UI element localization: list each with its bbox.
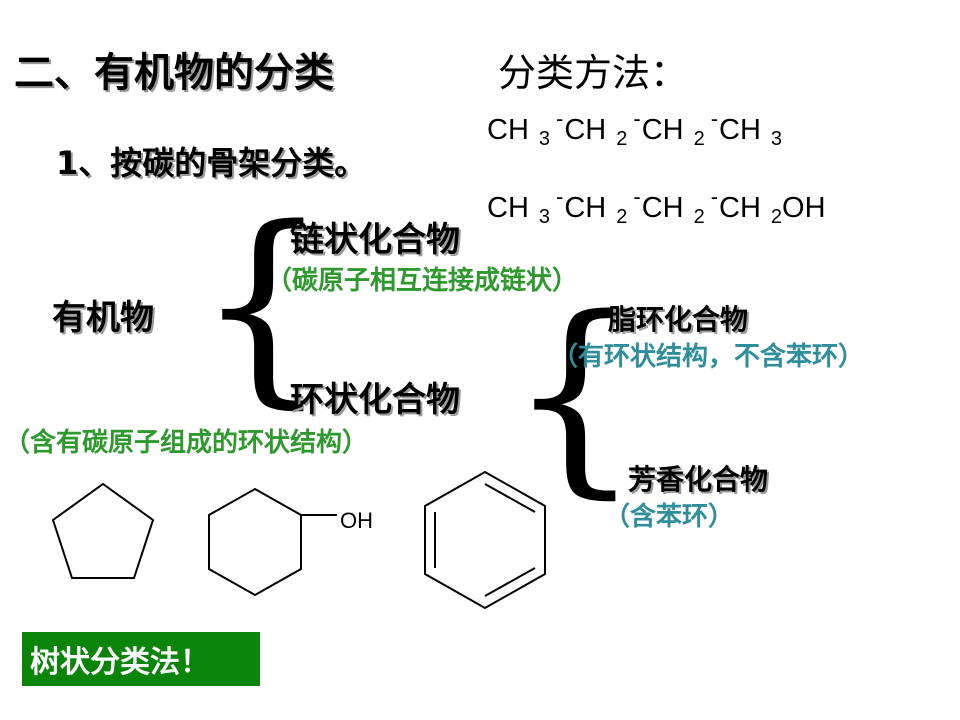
formula-subscript: 3 [538, 128, 551, 150]
left-brace-icon: { [196, 182, 330, 427]
formula-bond: - [710, 184, 719, 209]
formula-group: CH [641, 192, 684, 224]
benzene-structure-icon [424, 470, 546, 610]
alicyclic-compound-label: 脂环化合物 [608, 303, 749, 336]
formula-subscript: 2 [770, 206, 783, 228]
formula-group: CH [487, 114, 529, 146]
formula-subscript: 3 [538, 206, 551, 228]
formula-subscript: 2 [616, 206, 628, 228]
formula-bond: - [556, 106, 564, 131]
right-brace-icon: { [508, 272, 642, 517]
formula-subscript: 2 [693, 206, 705, 228]
formula-group: CH [641, 114, 684, 146]
aromatic-compound-label: 芳香化合物 [628, 463, 769, 496]
formula-subscript: 3 [770, 128, 783, 150]
formula-bond: - [633, 106, 641, 131]
formula-group: OH [782, 192, 826, 224]
formula-bond: - [556, 184, 564, 209]
tree-root-label: 有机物 [52, 298, 154, 338]
formula-group: CH [487, 192, 529, 224]
alicyclic-compound-note: （有环状结构，不含苯环） [552, 342, 865, 372]
page-title: 二、有机物的分类 [14, 50, 334, 96]
formula-group: CH [564, 192, 607, 224]
formula-subscript: 2 [693, 128, 705, 150]
formula-butane: CH 3 - CH 2 - CH 2 - CH 3 [487, 106, 788, 150]
formula-subscript: 2 [616, 128, 628, 150]
tree-method-tag: 树状分类法！ [22, 632, 260, 686]
cyclohexanol-structure-icon [208, 487, 337, 597]
formula-butanol: CH 3 - CH 2 - CH 2 - CH 2 OH [487, 184, 826, 228]
cyclopentane-structure-icon [51, 482, 155, 579]
formula-bond: - [710, 106, 719, 131]
formula-group: CH [719, 114, 761, 146]
aromatic-compound-note: （含苯环） [604, 502, 735, 532]
chain-compound-note: （碳原子相互连接成链状） [266, 266, 579, 296]
formula-group: CH [719, 192, 761, 224]
method-label: 分类方法： [498, 51, 689, 95]
chain-compound-label: 链状化合物 [290, 220, 460, 260]
ring-compound-label: 环状化合物 [290, 380, 460, 420]
formula-bond: - [633, 184, 641, 209]
ring-compound-note: （含有碳原子组成的环状结构） [4, 428, 369, 458]
formula-group: CH [564, 114, 607, 146]
oh-label: OH [340, 508, 373, 533]
section-subtitle: 1、按碳的骨架分类。 [56, 144, 367, 182]
